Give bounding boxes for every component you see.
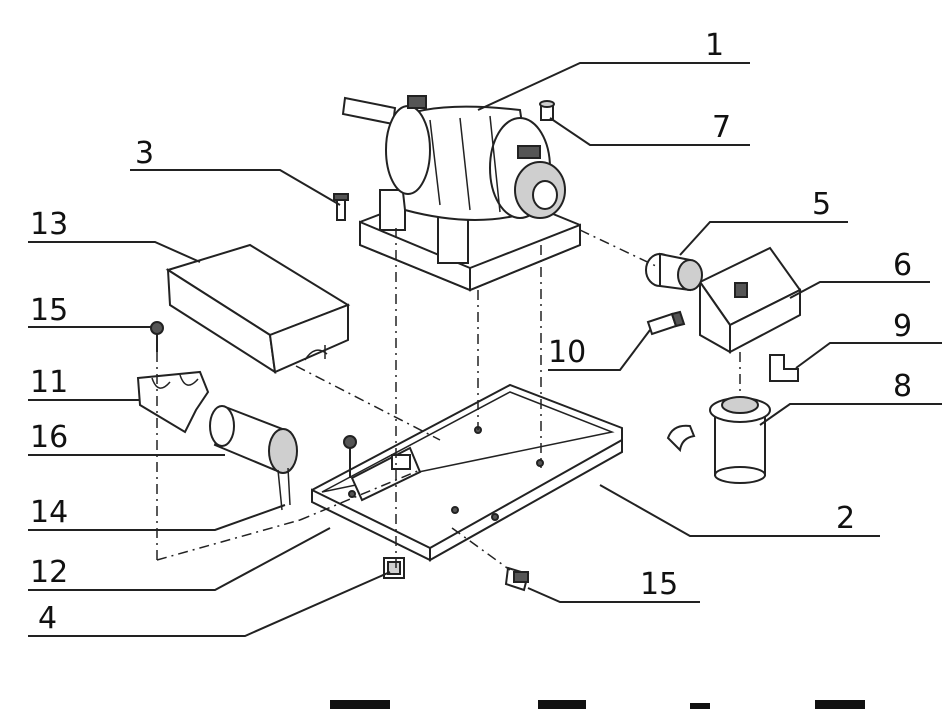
cropped-bottom-marks bbox=[330, 700, 865, 709]
callout-14: 14 bbox=[30, 495, 68, 530]
callout-2: 2 bbox=[836, 501, 855, 536]
callout-11: 11 bbox=[30, 365, 68, 400]
screw-7 bbox=[539, 100, 555, 121]
capacitor bbox=[209, 405, 298, 511]
coupling bbox=[645, 252, 703, 292]
callout-7: 7 bbox=[712, 110, 731, 145]
callout-4: 4 bbox=[38, 601, 57, 636]
callout-1: 1 bbox=[705, 28, 724, 63]
filter bbox=[666, 396, 771, 484]
callout-9: 9 bbox=[893, 309, 912, 344]
callout-8: 8 bbox=[893, 369, 912, 404]
screw-15-bottom bbox=[504, 566, 530, 592]
mounting-bracket bbox=[350, 446, 422, 502]
cover-box bbox=[165, 243, 351, 375]
base-plate bbox=[311, 383, 623, 562]
screw-15-top bbox=[150, 321, 164, 352]
callout-16: 16 bbox=[30, 420, 68, 455]
callout-5: 5 bbox=[812, 187, 831, 222]
callout-15-top: 15 bbox=[30, 293, 68, 328]
screw-3 bbox=[333, 193, 349, 221]
inlet-fitting bbox=[646, 310, 686, 336]
callout-10: 10 bbox=[548, 335, 586, 370]
elbow-fitting bbox=[769, 354, 799, 382]
bolt-base bbox=[343, 435, 357, 478]
capacitor-clip bbox=[136, 370, 210, 434]
callout-6: 6 bbox=[893, 248, 912, 283]
callout-3: 3 bbox=[135, 136, 154, 171]
foot-4 bbox=[383, 557, 405, 579]
callout-13: 13 bbox=[30, 207, 68, 242]
leader-lines bbox=[28, 62, 942, 637]
pump-head bbox=[698, 246, 802, 354]
callout-15-bottom: 15 bbox=[640, 567, 678, 602]
motor bbox=[341, 95, 581, 292]
callout-labels: 1 7 3 5 13 6 15 9 10 11 8 16 14 2 12 15 … bbox=[30, 28, 912, 636]
callout-12: 12 bbox=[30, 555, 68, 590]
